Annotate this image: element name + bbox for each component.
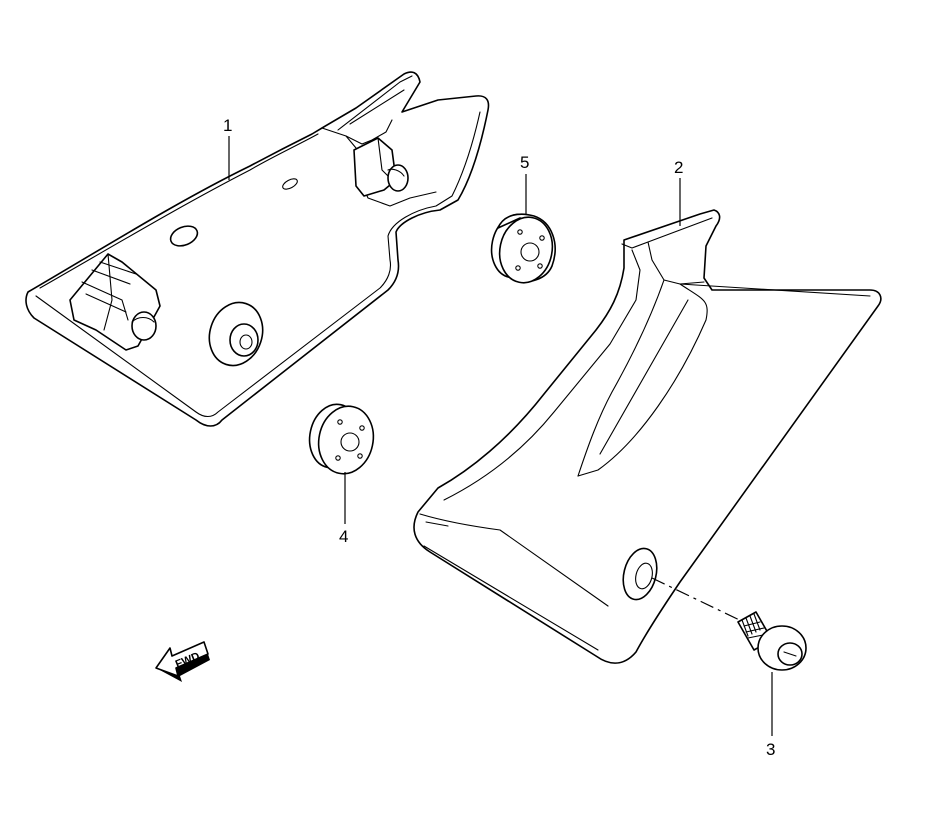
fwd-arrow-icon: FWD	[155, 641, 210, 682]
side-cover-left	[25, 71, 490, 427]
grommet-lower	[308, 403, 375, 475]
screw	[651, 577, 807, 671]
callout-part1: 1	[223, 116, 233, 135]
callout-part3: 3	[766, 740, 776, 759]
callout-part5: 5	[520, 153, 530, 172]
callout-part4: 4	[339, 527, 349, 546]
callout-part2: 2	[674, 158, 684, 177]
side-cover-right	[413, 209, 882, 664]
grommet-upper	[490, 213, 556, 284]
